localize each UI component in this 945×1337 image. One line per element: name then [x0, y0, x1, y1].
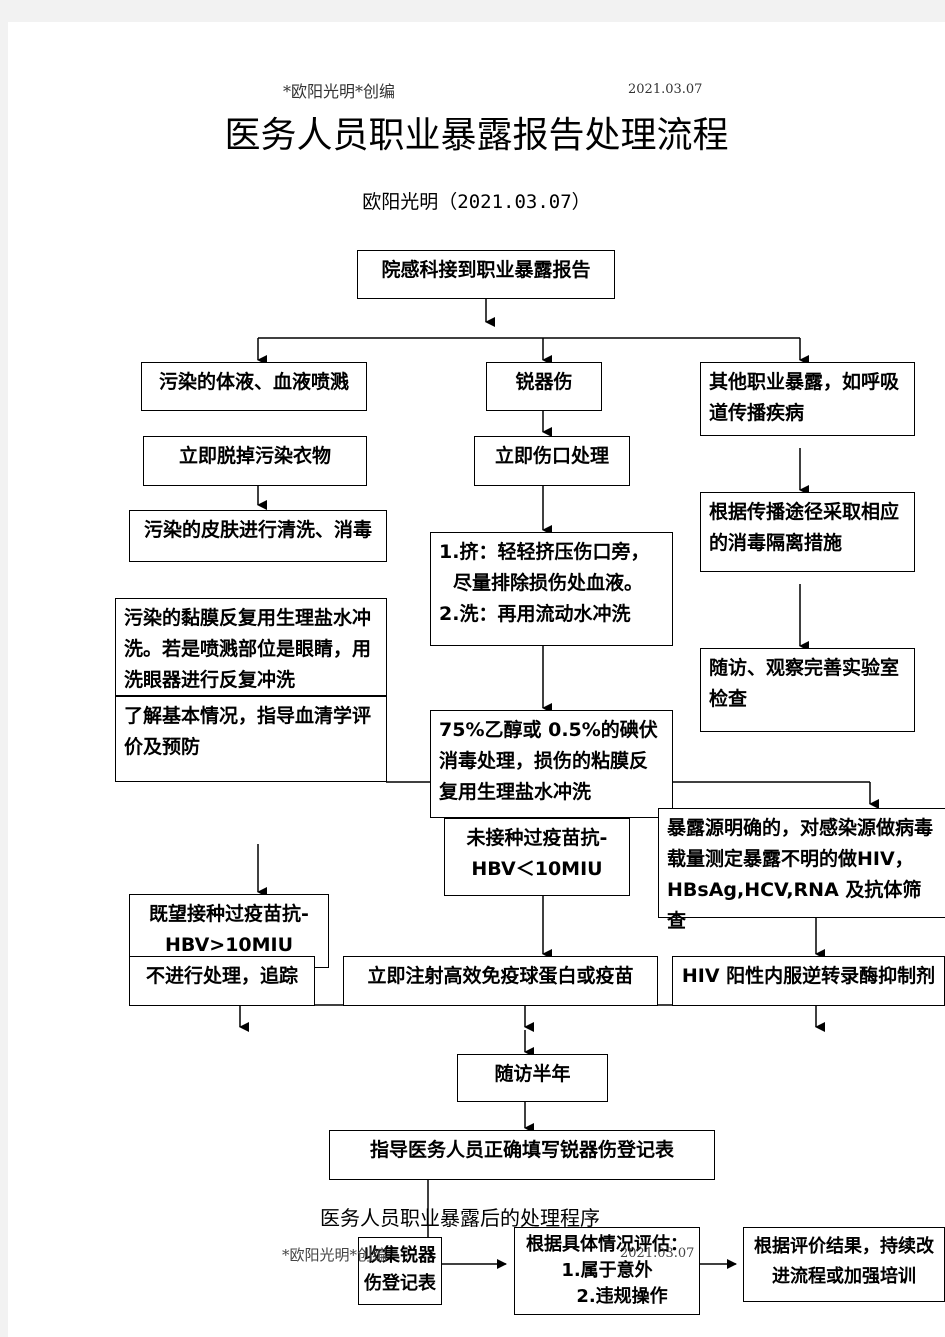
node-improve: 根据评价结果，持续改进流程或加强培训: [743, 1227, 945, 1302]
header-creator: *欧阳光明*创编: [283, 82, 396, 101]
node-isolation-measures: 根据传播途径采取相应的消毒隔离措施: [700, 492, 915, 572]
document-page: *欧阳光明*创编 2021.03.07 医务人员职业暴露报告处理流程 欧阳光明（…: [8, 22, 945, 1337]
node-follow-half-year: 随访半年: [457, 1054, 608, 1102]
node-disinfect: 75%乙醇或 0.5%的碘伏消毒处理，损伤的粘膜反复用生理盐水冲洗: [430, 710, 673, 818]
author-line: 欧阳光明（2021.03.07）: [362, 191, 591, 213]
node-mucosa-rinse: 污染的黏膜反复用生理盐水冲洗。若是喷溅部位是眼睛，用洗眼器进行反复冲洗: [115, 598, 387, 696]
node-other-exposure: 其他职业暴露，如呼吸道传播疾病: [700, 362, 915, 436]
node-body-fluid-splash: 污染的体液、血液喷溅: [141, 362, 367, 411]
node-no-treatment: 不进行处理，追踪: [129, 956, 315, 1006]
node-followup-lab: 随访、观察完善实验室检查: [700, 648, 915, 732]
node-wound-treatment: 立即伤口处理: [474, 436, 630, 486]
node-sharps-injury: 锐器伤: [486, 362, 602, 411]
node-evaluate: 根据具体情况评估：1.属于意外 2.违规操作: [514, 1227, 700, 1315]
node-fill-register: 指导医务人员正确填写锐器伤登记表: [329, 1130, 715, 1180]
node-not-vaccinated: 未接种过疫苗抗-HBV＜10MIU: [444, 818, 630, 896]
footer-date: 2021.03.07: [620, 1246, 695, 1261]
header-date: 2021.03.07: [628, 82, 703, 97]
node-skin-wash: 污染的皮肤进行清洗、消毒: [129, 510, 387, 562]
node-collect-register: 收集锐器伤登记表: [358, 1237, 442, 1305]
node-hiv-medication: HIV 阳性内服逆转录酶抑制剂: [672, 956, 945, 1006]
node-report: 院感科接到职业暴露报告: [357, 250, 615, 299]
page-title: 医务人员职业暴露报告处理流程: [224, 115, 729, 156]
footer-subtitle: 医务人员职业暴露后的处理程序: [320, 1206, 600, 1230]
node-serology-guidance: 了解基本情况，指导血清学评价及预防: [115, 696, 387, 782]
node-remove-clothing: 立即脱掉污染衣物: [143, 436, 367, 486]
node-source-testing: 暴露源明确的，对感染源做病毒载量测定暴露不明的做HIV，HBsAg,HCV,RN…: [658, 808, 945, 932]
node-inject-immunoglobulin: 立即注射高效免疫球蛋白或疫苗: [343, 956, 658, 1006]
node-squeeze-wash: 1.挤：轻轻挤压伤口旁， 尽量排除损伤处血液。 2.洗：再用流动水冲洗: [430, 532, 673, 646]
footer-creator: *欧阳光明*创编: [282, 1246, 388, 1264]
